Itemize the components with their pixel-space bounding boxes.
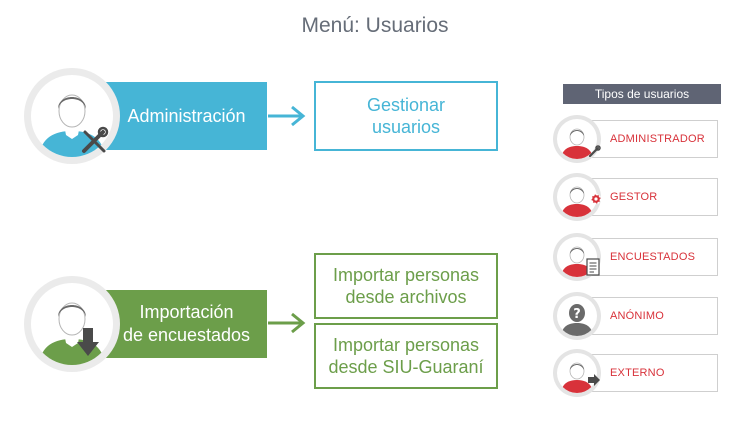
importar-archivos-label: Importar personas desde archivos (332, 265, 480, 307)
anonimo-avatar: ? (553, 292, 601, 340)
person-icon (31, 75, 113, 157)
import-role-label: Importación de encuestados (92, 290, 267, 358)
legend-item-label: GESTOR (610, 191, 658, 203)
gestionar-usuarios-box[interactable]: Gestionar usuarios (314, 81, 498, 151)
legend-item-label: ENCUESTADOS (610, 251, 696, 263)
importar-guarani-box[interactable]: Importar personas desde SIU-Guaraní (314, 323, 498, 389)
document-icon (586, 258, 600, 276)
wrench-icon (589, 145, 601, 157)
importar-archivos-box[interactable]: Importar personas desde archivos (314, 253, 498, 319)
person-icon (31, 283, 113, 365)
admin-avatar (24, 68, 120, 164)
gestor-avatar (553, 173, 601, 221)
legend-title: Tipos de usuarios (563, 84, 721, 104)
gear-icon (590, 193, 602, 205)
download-icon (76, 328, 100, 363)
legend-item-label: ADMINISTRADOR (610, 133, 705, 145)
arrow-right-icon (588, 374, 600, 386)
admin-arrow (268, 105, 306, 127)
legend-item-gestor: GESTOR (585, 178, 718, 216)
page-title: Menú: Usuarios (301, 14, 449, 37)
legend-item-encuestados: ENCUESTADOS (585, 238, 718, 276)
legend-item-label: EXTERNO (610, 367, 665, 379)
legend-item-anonimo: ANÓNIMO (585, 297, 718, 335)
person-icon (557, 119, 597, 159)
externo-avatar (553, 349, 601, 397)
tools-icon (79, 126, 109, 161)
legend-item-administrador: ADMINISTRADOR (585, 120, 718, 158)
gestionar-usuarios-label: Gestionar usuarios (366, 95, 446, 137)
import-avatar (24, 276, 120, 372)
question-icon: ? (557, 296, 597, 336)
person-icon (557, 177, 597, 217)
import-arrow (268, 312, 306, 334)
legend-item-label: ANÓNIMO (610, 310, 664, 322)
admin-role-label: Administración (92, 82, 267, 150)
legend-item-externo: EXTERNO (585, 354, 718, 392)
administrador-avatar (553, 115, 601, 163)
person-icon (557, 353, 597, 393)
importar-guarani-label: Importar personas desde SIU-Guaraní (328, 335, 484, 377)
svg-text:?: ? (573, 307, 581, 322)
